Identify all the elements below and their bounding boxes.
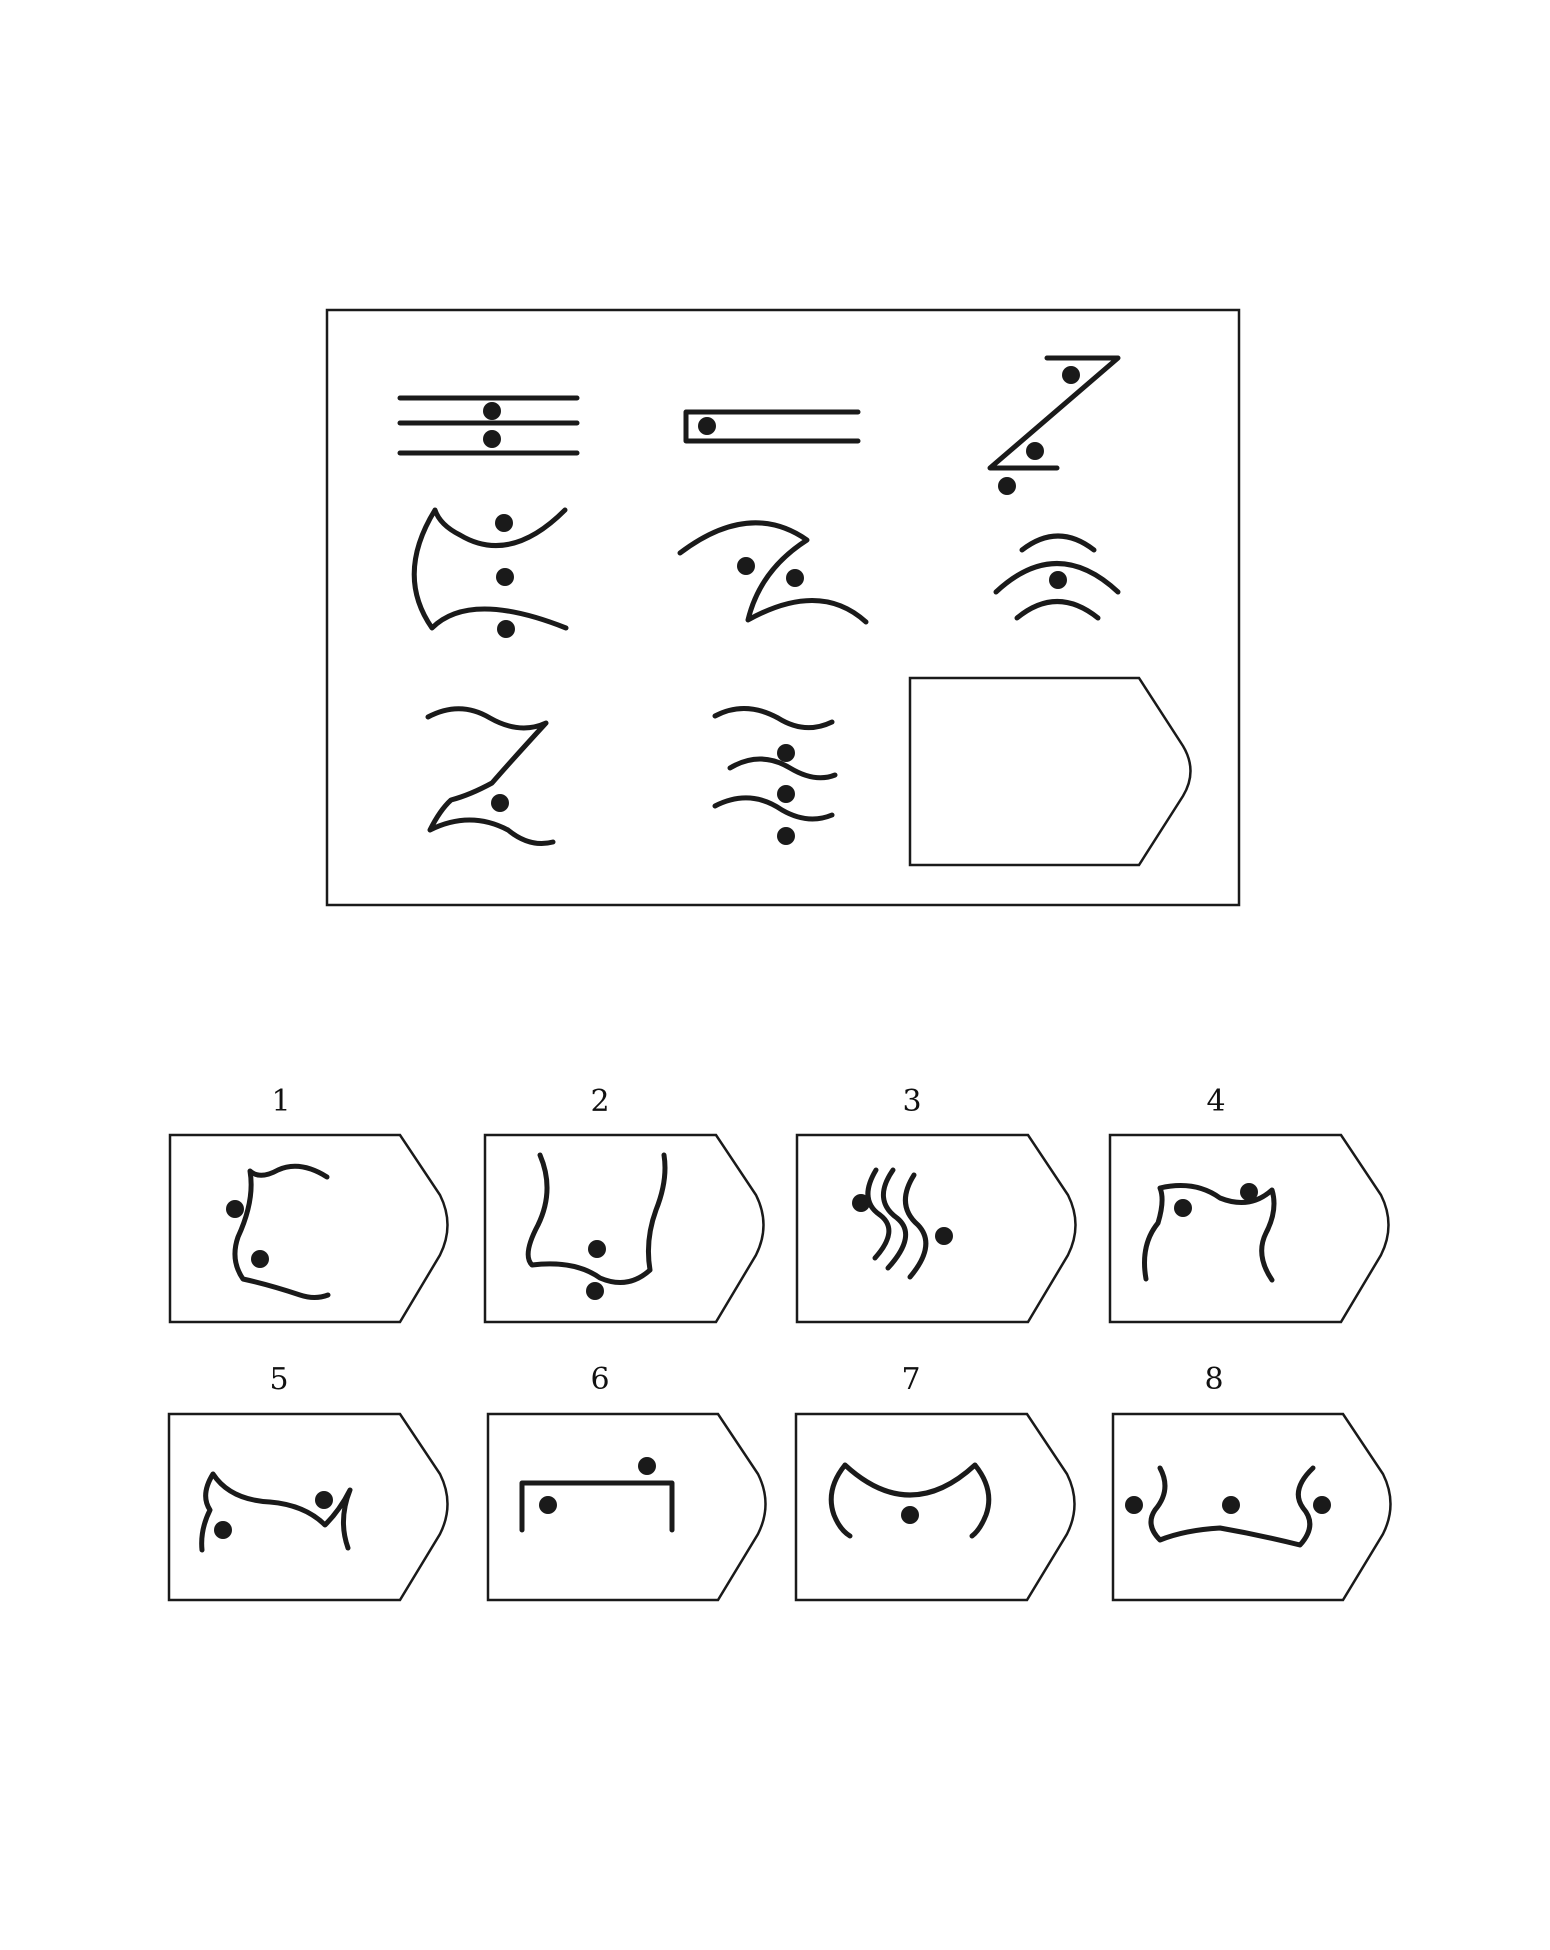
- option-7-label: 7: [901, 1362, 920, 1397]
- cell-r2c2: [677, 520, 869, 625]
- option-7[interactable]: 7: [794, 1362, 1076, 1602]
- option-8-label: 8: [1204, 1362, 1223, 1397]
- cell-r3c2: [712, 705, 838, 845]
- option-1-label: 1: [271, 1084, 290, 1119]
- cell-r1c1: [397, 395, 580, 456]
- option-1[interactable]: 1: [168, 1084, 449, 1324]
- option-6-label: 6: [590, 1362, 609, 1397]
- option-3-label: 3: [902, 1084, 921, 1119]
- option-8[interactable]: 8: [1111, 1362, 1392, 1602]
- cell-r1c2: [683, 409, 861, 444]
- cell-r3c1: [425, 706, 556, 846]
- puzzle-matrix: [325, 308, 1241, 907]
- option-5[interactable]: 5: [167, 1362, 449, 1602]
- option-2[interactable]: 2: [483, 1084, 765, 1324]
- option-5-label: 5: [269, 1362, 288, 1397]
- empty-answer-slot: [908, 676, 1192, 867]
- answer-options: 1 2 3 4: [167, 1084, 1392, 1602]
- option-6[interactable]: 6: [486, 1362, 767, 1602]
- cell-r2c1: [411, 507, 569, 638]
- cell-r2c3: [993, 533, 1121, 621]
- option-3[interactable]: 3: [795, 1084, 1077, 1324]
- option-4-label: 4: [1206, 1084, 1225, 1119]
- cell-r1c3: [987, 355, 1121, 495]
- option-4[interactable]: 4: [1108, 1084, 1390, 1324]
- option-2-label: 2: [590, 1084, 609, 1119]
